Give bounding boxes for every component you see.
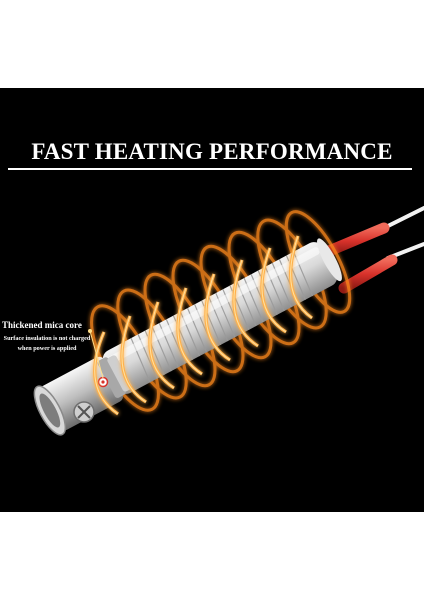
headline-underline [8, 168, 412, 170]
headline: FAST HEATING PERFORMANCE [31, 139, 393, 164]
set-screw-icon [73, 401, 95, 423]
callout-leader [88, 329, 104, 379]
ceramic-core [102, 238, 342, 394]
callout-note: Surface insulation is not charged when p… [3, 335, 91, 352]
heating-element-illustration [33, 206, 424, 436]
insulation-marker-icon [97, 376, 109, 388]
lead-wires [378, 206, 424, 260]
heat-coil-core [94, 235, 313, 415]
callout-title: Thickened mica core [2, 320, 82, 330]
wire-sleeves [316, 222, 398, 294]
product-image-panel: FAST HEATING PERFORMANCE Thickened mica … [0, 88, 424, 512]
